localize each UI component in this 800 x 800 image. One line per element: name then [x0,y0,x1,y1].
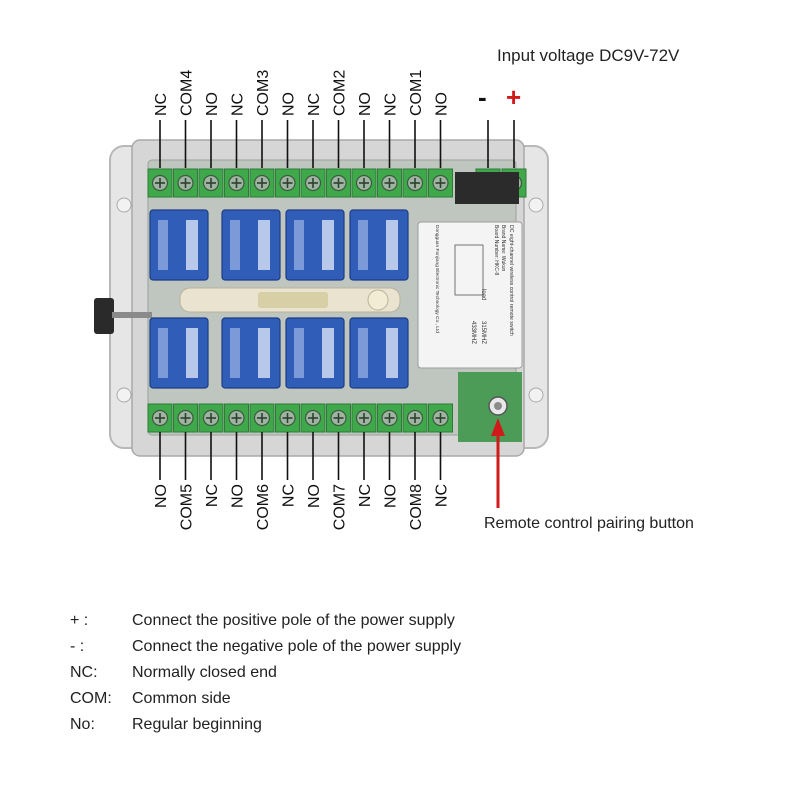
screw-terminal [402,168,428,198]
screw-terminal [275,403,300,433]
bottom-terminal-label: COM5 [179,484,196,530]
legend-key: COM: [70,690,112,707]
top-terminal-label: NO [434,92,451,116]
top-terminal-label: NC [383,93,400,116]
top-terminal-label: COM2 [332,70,349,116]
screw-terminal [300,403,326,433]
input-voltage-label: Input voltage DC9V-72V [497,46,680,65]
screw-terminal [326,168,351,198]
bottom-terminal-label: NC [357,484,374,507]
module-line-7: Dongguan Fanjiang Electronic Technology … [434,225,440,333]
screw-terminal [326,403,351,433]
legend-desc: Normally closed end [132,664,277,681]
legend-desc: Connect the positive pole of the power s… [132,612,455,629]
legend-row: + : Connect the positive pole of the powe… [70,608,770,634]
bottom-terminal-label: NC [434,484,451,507]
legend-desc: Regular beginning [132,716,262,733]
relay [221,317,281,389]
module-line-3: Board Number: HKC-8 [493,225,499,276]
bottom-terminal-label: NO [230,484,247,508]
legend-desc: Connect the negative pole of the power s… [132,638,462,655]
screw-terminal [300,168,326,198]
legend-key: No: [70,716,95,733]
screw-terminal [377,168,402,198]
screw-terminal [173,403,198,433]
screw-terminal [224,403,249,433]
relay [149,317,209,389]
module-line-1: DC eight-channel wireless control remote… [508,225,514,336]
relay [285,317,345,389]
bottom-terminal-labels: NO COM5 NC NO COM6 NC NO COM7 NC NO COM8 NC [153,484,451,530]
screw-terminal [351,403,377,433]
screw-terminal [249,403,275,433]
relay [285,209,345,281]
relays [149,209,409,389]
screw-terminal [173,168,198,198]
module-line-6: 433MHZ [470,321,476,344]
module-line-2: Brand Name: Wukun [500,225,506,272]
center-component [179,287,401,313]
top-terminal-label: NC [306,93,323,116]
relay [149,209,209,281]
screw-terminal [198,168,224,198]
bottom-terminal-label: NC [204,484,221,507]
relay [349,317,409,389]
bottom-terminal-label: COM6 [255,484,272,530]
bottom-terminal-label: NC [281,484,298,507]
top-terminal-block [147,168,453,198]
screw-terminal [402,403,428,433]
relay [221,209,281,281]
screw-terminal [249,168,275,198]
antenna-wire [112,312,152,318]
legend-row: No: Regular beginning [70,712,770,738]
pairing-button-label: Remote control pairing button [484,515,694,532]
bottom-terminal-label: COM7 [332,484,349,530]
module-schematic-icon [454,244,484,296]
top-terminal-label: NO [357,92,374,116]
top-terminal-labels: NC COM4 NO NC COM3 NO NC COM2 NO NC COM1 NO [153,70,451,116]
top-terminal-label: NC [153,93,170,116]
screw-terminal [147,403,173,433]
top-terminal-label: NO [281,92,298,116]
terminal-pointers [159,120,515,480]
top-terminal-label: NC [230,93,247,116]
screw-terminal [198,403,224,433]
legend-row: COM: Common side [70,686,770,712]
screw-terminal [224,168,249,198]
antenna [94,298,114,334]
legend-row: - : Connect the negative pole of the powe… [70,634,770,660]
pairing-arrow [491,418,505,508]
screw-terminal [428,168,453,198]
bottom-terminal-block [147,403,453,433]
bottom-terminal-label: NO [383,484,400,508]
receiver-module: DC eight-channel wireless control remote… [417,172,523,442]
screw-terminal [275,168,300,198]
module-line-5: 315MHZ [480,321,486,344]
legend-key: + : [70,612,89,629]
screw-terminal [147,168,173,198]
screw-terminal [428,403,453,433]
bottom-terminal-label: COM8 [408,484,425,530]
bottom-terminal-label: NO [153,484,170,508]
top-terminal-label: COM4 [179,70,196,116]
screw-terminal [377,403,402,433]
legend: + : Connect the positive pole of the powe… [70,608,770,738]
legend-key: - : [70,638,85,655]
top-terminal-label: COM3 [255,70,272,116]
legend-desc: Common side [132,690,231,707]
legend-key: NC: [70,664,98,681]
minus-pole-label: - [478,82,487,112]
relay [349,209,409,281]
top-terminal-label: COM1 [408,70,425,116]
bottom-terminal-label: NO [306,484,323,508]
top-terminal-label: NO [204,92,221,116]
legend-row: NC: Normally closed end [70,660,770,686]
plus-pole-label: + [506,82,522,112]
screw-terminal [351,168,377,198]
